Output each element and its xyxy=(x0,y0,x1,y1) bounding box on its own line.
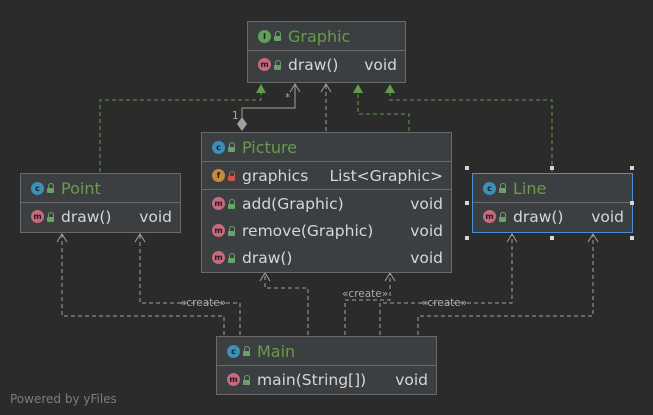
edge-point-realizes-graphic[interactable] xyxy=(99,84,266,172)
class-icon: c xyxy=(31,181,44,195)
member-name: remove(Graphic) xyxy=(242,221,374,240)
edge-main-creates-line[interactable] xyxy=(379,233,518,335)
realization-arrowhead xyxy=(353,84,363,93)
member-name: draw() xyxy=(288,55,339,74)
resize-handle[interactable] xyxy=(550,166,554,170)
node-header: c Point xyxy=(21,174,180,203)
edge-main-creates-picture[interactable] xyxy=(344,272,396,335)
resize-handle[interactable] xyxy=(550,236,554,240)
resize-handle[interactable] xyxy=(630,201,634,205)
class-icon: c xyxy=(483,181,496,195)
member-name: draw() xyxy=(61,207,112,226)
class-icon: c xyxy=(227,344,240,358)
node-header: c Picture xyxy=(202,133,451,162)
multiplicity-one-label: 1 xyxy=(232,110,239,122)
member-type: void xyxy=(139,207,172,226)
method-icon: m xyxy=(483,210,496,223)
public-visibility-icon xyxy=(243,374,251,385)
public-visibility-icon xyxy=(499,183,507,193)
edge-line-realizes-graphic[interactable] xyxy=(385,84,553,172)
member-row[interactable]: m remove(Graphic) void xyxy=(202,217,451,244)
public-visibility-icon xyxy=(243,346,251,356)
resize-handle[interactable] xyxy=(630,236,634,240)
public-visibility-icon xyxy=(228,142,236,152)
realization-arrowhead xyxy=(385,84,395,93)
member-row[interactable]: m draw() void xyxy=(473,203,632,230)
field-type: List<Graphic> xyxy=(329,166,443,185)
node-header: I Graphic xyxy=(248,22,405,51)
node-main[interactable]: c Main m main(String[]) void xyxy=(216,336,437,395)
multiplicity-many-label: * xyxy=(285,92,291,104)
public-visibility-icon xyxy=(274,59,282,70)
node-picture[interactable]: c Picture f graphics List<Graphic> m add… xyxy=(201,132,452,273)
aggregation-diamond-icon xyxy=(237,117,247,131)
private-visibility-icon xyxy=(228,170,236,181)
member-type: void xyxy=(364,55,397,74)
method-icon: m xyxy=(212,251,225,264)
resize-handle[interactable] xyxy=(465,201,469,205)
interface-icon: I xyxy=(258,29,271,43)
edge-picture-aggregates-graphic[interactable] xyxy=(237,83,301,131)
node-graphic[interactable]: I Graphic m draw() void xyxy=(247,21,406,83)
node-header: c Line xyxy=(473,174,632,203)
member-type: void xyxy=(410,194,443,213)
create-label-line: «create» xyxy=(421,297,468,309)
member-row[interactable]: m draw() void xyxy=(21,203,180,230)
node-title: Point xyxy=(61,178,101,198)
node-header: c Main xyxy=(217,337,436,366)
public-visibility-icon xyxy=(228,252,236,263)
edge-main-uses-line[interactable] xyxy=(417,233,599,335)
resize-handle[interactable] xyxy=(465,166,469,170)
edge-main-creates-point[interactable] xyxy=(134,233,241,335)
footer-credit: Powered by yFiles xyxy=(10,392,117,406)
method-icon: m xyxy=(212,224,225,237)
member-type: void xyxy=(410,221,443,240)
resize-handle[interactable] xyxy=(465,236,469,240)
public-visibility-icon xyxy=(228,225,236,236)
edge-main-uses-picture[interactable] xyxy=(259,272,309,335)
realization-arrowhead xyxy=(256,84,266,93)
method-icon: m xyxy=(212,197,225,210)
create-label-point: «create» xyxy=(180,297,227,309)
node-title: Line xyxy=(513,178,547,198)
public-visibility-icon xyxy=(499,211,507,222)
member-type: void xyxy=(395,370,428,389)
public-visibility-icon xyxy=(274,31,282,41)
node-line[interactable]: c Line m draw() void xyxy=(472,173,633,233)
method-icon: m xyxy=(31,210,44,223)
field-icon: f xyxy=(212,169,225,182)
member-name: draw() xyxy=(242,248,293,267)
member-type: void xyxy=(410,248,443,267)
public-visibility-icon xyxy=(228,198,236,209)
member-name: main(String[]) xyxy=(257,370,367,389)
edge-picture-realizes-graphic[interactable] xyxy=(353,84,410,131)
member-row[interactable]: m draw() void xyxy=(248,51,405,78)
member-name: draw() xyxy=(513,207,564,226)
field-name: graphics xyxy=(242,166,309,185)
create-label-picture: «create» xyxy=(342,288,389,300)
method-icon: m xyxy=(227,373,240,386)
resize-handle[interactable] xyxy=(630,166,634,170)
section-divider xyxy=(202,189,451,190)
node-title: Graphic xyxy=(288,26,351,46)
member-name: add(Graphic) xyxy=(242,194,344,213)
edge-picture-depends-graphic[interactable] xyxy=(320,83,332,131)
method-icon: m xyxy=(258,58,271,71)
member-row[interactable]: m main(String[]) void xyxy=(217,366,436,393)
node-title: Picture xyxy=(242,137,298,157)
public-visibility-icon xyxy=(47,183,55,193)
member-row[interactable]: m draw() void xyxy=(202,244,451,271)
public-visibility-icon xyxy=(47,211,55,222)
member-type: void xyxy=(591,207,624,226)
node-title: Main xyxy=(257,341,296,361)
edge-main-uses-point[interactable] xyxy=(56,233,225,335)
class-icon: c xyxy=(212,140,225,154)
field-row[interactable]: f graphics List<Graphic> xyxy=(202,162,451,189)
node-point[interactable]: c Point m draw() void xyxy=(20,173,181,233)
member-row[interactable]: m add(Graphic) void xyxy=(202,190,451,217)
